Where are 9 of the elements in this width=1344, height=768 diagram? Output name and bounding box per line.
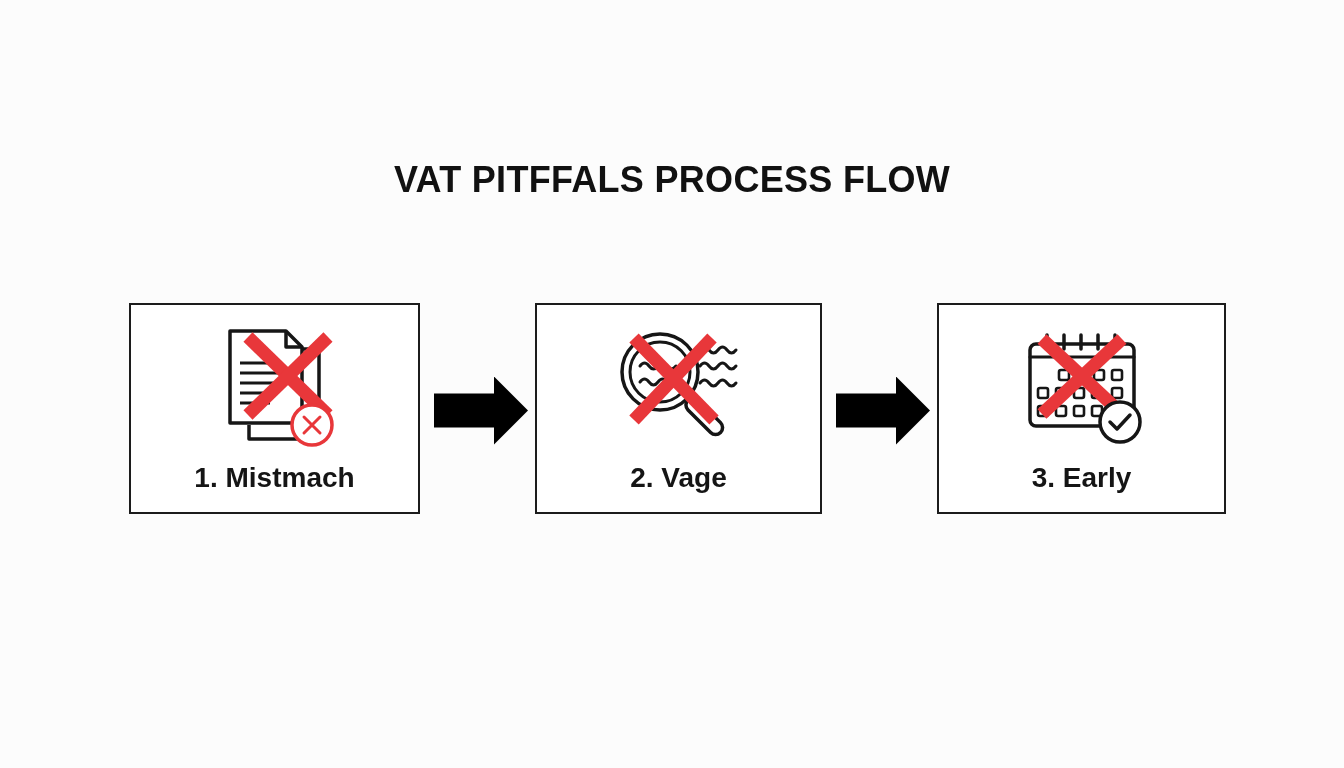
block-arrow [836, 376, 930, 445]
diagram-title: VAT PITFFALS PROCESS FLOW [393, 158, 951, 202]
step-label: 3. Early [1031, 461, 1132, 495]
step-label: 1. Mistmach [194, 461, 355, 495]
block-arrow [434, 376, 528, 445]
process-box [129, 303, 420, 514]
step-label: 2. Vage [630, 461, 727, 495]
process-box [535, 303, 822, 514]
process-box [937, 303, 1226, 514]
